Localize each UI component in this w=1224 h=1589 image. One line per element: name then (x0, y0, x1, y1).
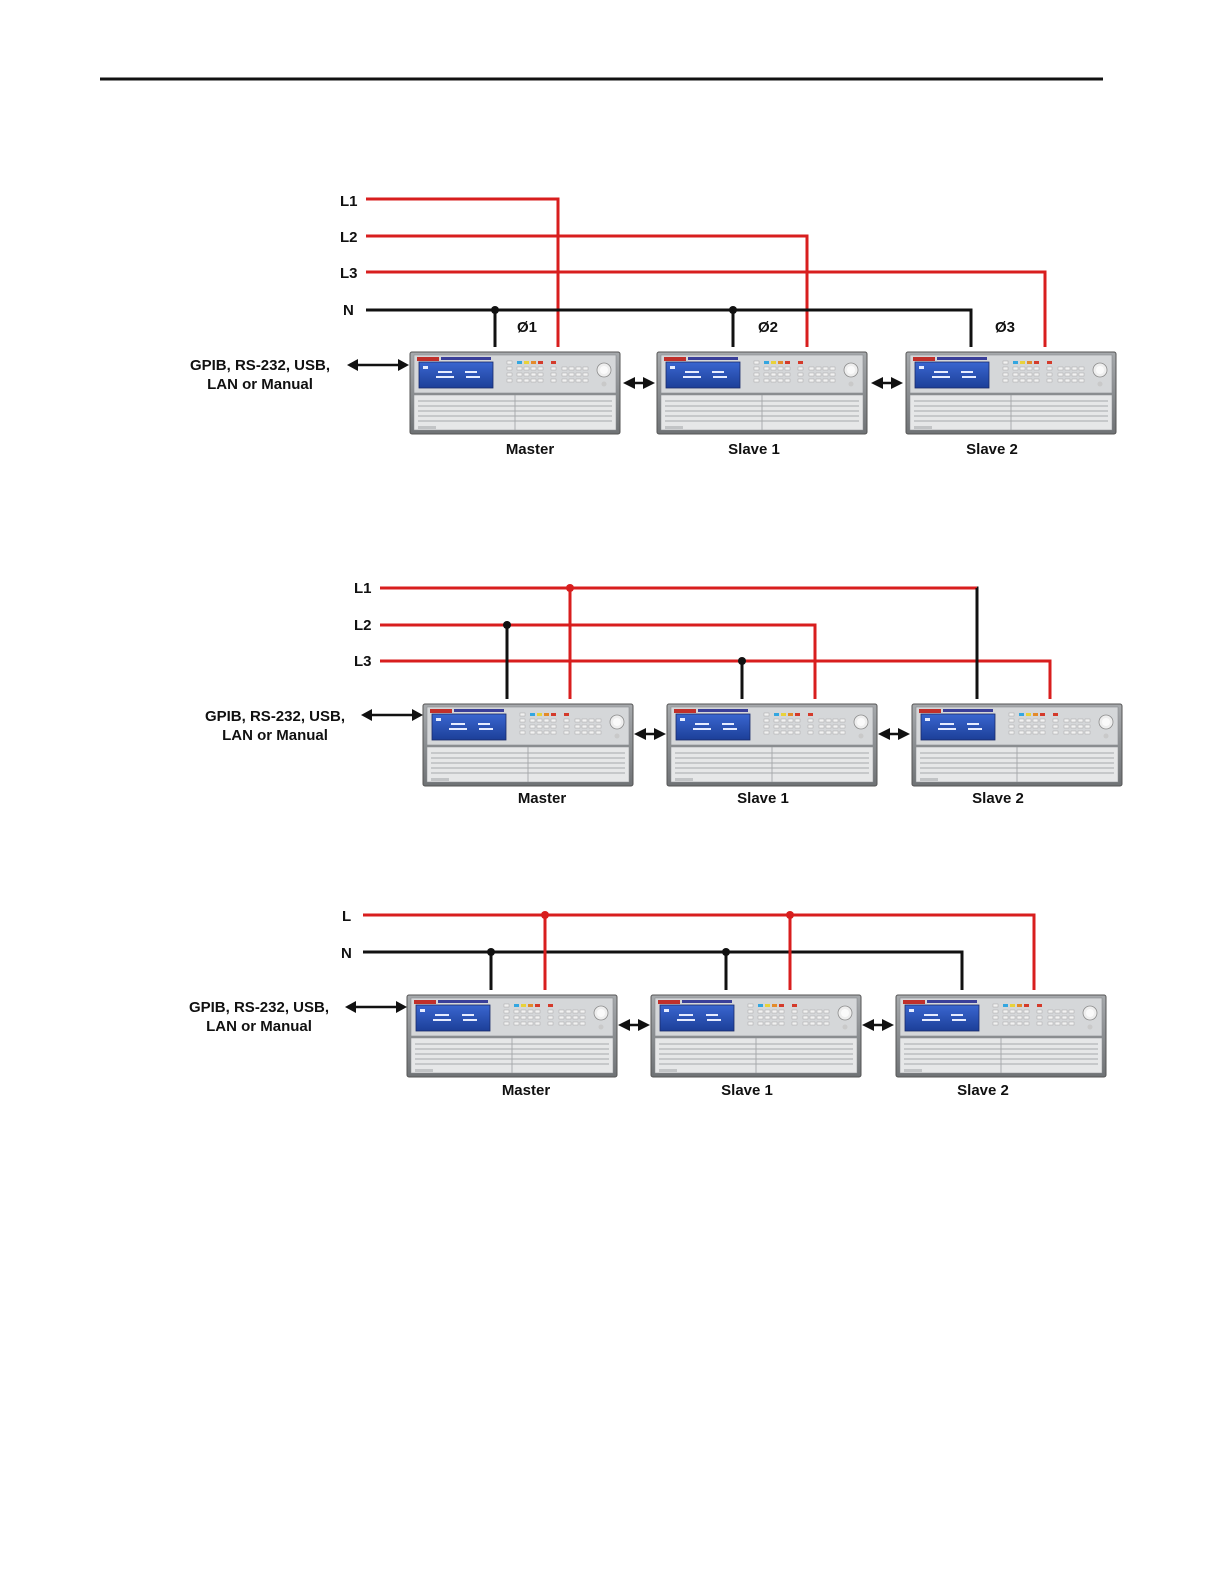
unit-label-master: Master (502, 1082, 551, 1099)
control-label-line-2: LAN or Manual (222, 727, 328, 744)
control-label-line-1: GPIB, RS-232, USB, (205, 708, 345, 725)
line-label-n: N (343, 302, 354, 319)
unit-label-slave-1: Slave 1 (721, 1082, 773, 1099)
unit-label-slave-2: Slave 2 (972, 790, 1024, 807)
junction-dot-icon (729, 306, 737, 314)
line-label-l3: L3 (340, 265, 358, 282)
control-label-line-2: LAN or Manual (207, 376, 313, 393)
double-arrow-icon (871, 377, 903, 389)
double-arrow-icon (862, 1019, 894, 1031)
unit-label-slave-2: Slave 2 (957, 1082, 1009, 1099)
phase-label-3: Ø3 (995, 319, 1015, 336)
double-arrow-icon (623, 377, 655, 389)
unit-slave-1 (657, 352, 867, 434)
control-label-line-1: GPIB, RS-232, USB, (190, 357, 330, 374)
unit-master (423, 704, 633, 786)
control-label-line-1: GPIB, RS-232, USB, (189, 999, 329, 1016)
double-arrow-icon (361, 709, 423, 721)
line-label-n: N (341, 945, 352, 962)
unit-label-master: Master (506, 441, 555, 458)
unit-slave-2 (912, 704, 1122, 786)
unit-slave-1 (651, 995, 861, 1077)
wire-n (363, 952, 962, 990)
wire-l1-black-drop (570, 588, 977, 699)
unit-label-slave-2: Slave 2 (966, 441, 1018, 458)
line-label-l2: L2 (354, 617, 372, 634)
diagram-three-phase-delta: L1 L2 L3 GPIB, RS-232, USB, LAN or Manua… (205, 580, 1122, 807)
line-label-l: L (342, 908, 351, 925)
wire-l2 (366, 236, 807, 347)
unit-label-slave-1: Slave 1 (737, 790, 789, 807)
wire-n (366, 310, 971, 347)
double-arrow-icon (345, 1001, 407, 1013)
phase-label-1: Ø1 (517, 319, 537, 336)
double-arrow-icon (347, 359, 409, 371)
junction-dot-icon (503, 621, 511, 629)
diagram-single-phase-parallel: L N GPIB, RS-232, USB, LAN or Manual Mas… (189, 908, 1106, 1099)
unit-master (410, 352, 620, 434)
line-label-l3: L3 (354, 653, 372, 670)
unit-slave-1 (667, 704, 877, 786)
junction-dot-icon (491, 306, 499, 314)
junction-dot-icon (566, 584, 574, 592)
junction-dot-icon (722, 948, 730, 956)
diagram-three-phase-four-wire: L1 L2 L3 N Ø1 Ø2 Ø3 GPIB, RS-232, USB, L… (190, 193, 1116, 458)
unit-slave-2 (896, 995, 1106, 1077)
line-label-l1: L1 (340, 193, 358, 210)
unit-label-master: Master (518, 790, 567, 807)
unit-master (407, 995, 617, 1077)
junction-dot-icon (487, 948, 495, 956)
control-label-line-2: LAN or Manual (206, 1018, 312, 1035)
double-arrow-icon (878, 728, 910, 740)
unit-slave-2 (906, 352, 1116, 434)
junction-dot-icon (738, 657, 746, 665)
phase-label-2: Ø2 (758, 319, 778, 336)
junction-dot-icon (541, 911, 549, 919)
double-arrow-icon (634, 728, 666, 740)
line-label-l1: L1 (354, 580, 372, 597)
junction-dot-icon (786, 911, 794, 919)
double-arrow-icon (618, 1019, 650, 1031)
line-label-l2: L2 (340, 229, 358, 246)
unit-label-slave-1: Slave 1 (728, 441, 780, 458)
wire-l3 (380, 661, 1050, 699)
